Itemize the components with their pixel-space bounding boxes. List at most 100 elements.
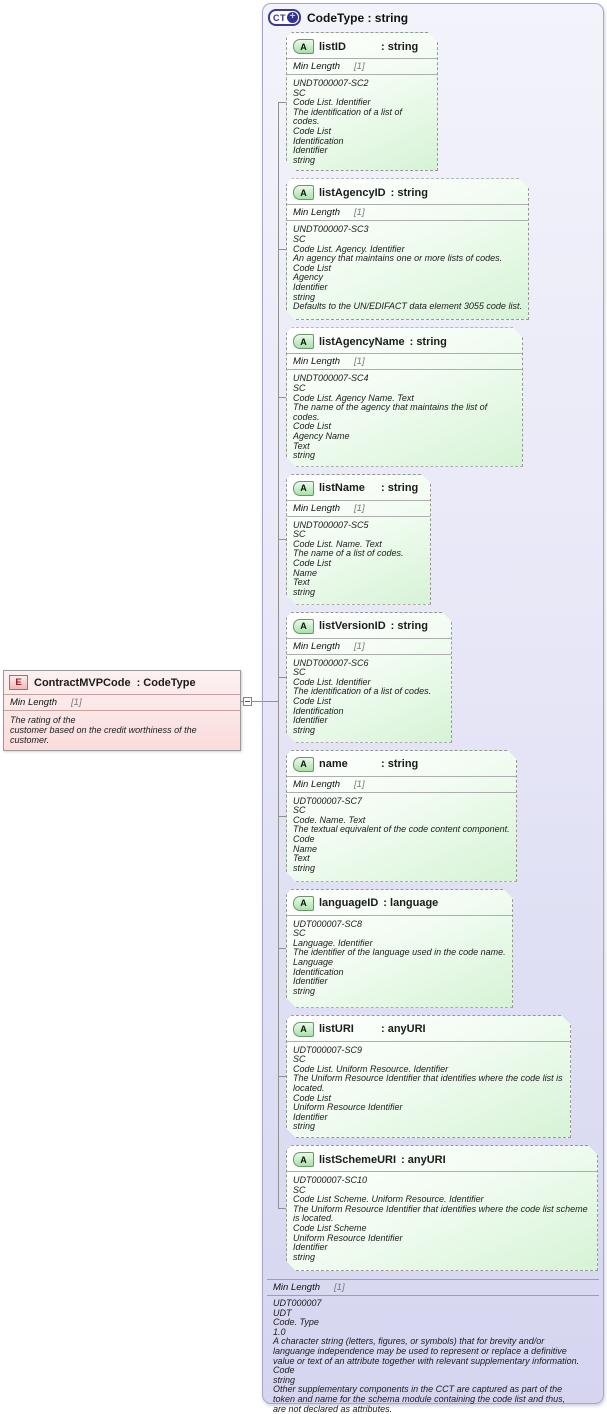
doc-line: SC bbox=[293, 1054, 306, 1065]
doc-line: The rating of the bbox=[10, 715, 76, 725]
doc-line: The textual equivalent of the code conte… bbox=[293, 824, 510, 835]
attribute-row: A listName : string Min Length [1] UNDT0… bbox=[278, 474, 603, 605]
doc-line: string bbox=[293, 1121, 316, 1132]
attribute-header[interactable]: A languageID : language bbox=[287, 890, 512, 915]
complextype-header[interactable]: CT + CodeType : string bbox=[263, 4, 603, 26]
facet-block: Min Length [1] bbox=[287, 639, 451, 655]
separator bbox=[287, 220, 528, 221]
doc-line: Identifier bbox=[293, 145, 328, 156]
facet-cardinality: [1] bbox=[71, 697, 82, 708]
doc-line: Name bbox=[293, 567, 318, 578]
doc-line: The Uniform Resource Identifier that ide… bbox=[293, 1203, 588, 1224]
complextype-icon: CT + bbox=[268, 9, 301, 26]
separator bbox=[287, 654, 451, 655]
attribute-type: : string bbox=[381, 40, 419, 53]
attribute-header[interactable]: A listAgencyName : string bbox=[287, 328, 522, 353]
separator bbox=[287, 500, 430, 501]
doc-line: A character string (letters, figures, or… bbox=[273, 1336, 545, 1347]
attribute-header[interactable]: A listAgencyID : string bbox=[287, 179, 528, 204]
facet-cardinality: [1] bbox=[354, 640, 365, 652]
attribute-box[interactable]: A listAgencyName : string Min Length [1]… bbox=[286, 327, 523, 466]
attribute-type: : string bbox=[409, 335, 447, 348]
attribute-box[interactable]: A name : string Min Length [1] UDT000007… bbox=[286, 750, 517, 882]
facet-row: Min Length [1] bbox=[287, 354, 522, 369]
attribute-row: A name : string Min Length [1] UDT000007… bbox=[278, 750, 603, 882]
attribute-header[interactable]: A listVersionID : string bbox=[287, 613, 451, 638]
attribute-name: listVersionID bbox=[319, 620, 386, 633]
complextype-panel-codetype[interactable]: CT + CodeType : string A listID : string… bbox=[262, 3, 604, 1413]
attribute-header[interactable]: A listURI : anyURI bbox=[287, 1016, 570, 1041]
element-node-contractmvpcode[interactable]: E ContractMVPCode : CodeType Min Length … bbox=[3, 670, 241, 751]
doc-line: Code List. Agency. Identifier bbox=[293, 243, 405, 254]
doc-line: UNDT000007-SC3 bbox=[293, 224, 369, 235]
doc-line: An agency that maintains one or more lis… bbox=[293, 253, 503, 264]
doc-line: SC bbox=[293, 805, 306, 816]
doc-line: SC bbox=[293, 667, 306, 678]
doc-line: UDT000007-SC8 bbox=[293, 918, 363, 929]
facet-row: Min Length [1] bbox=[287, 59, 437, 74]
separator bbox=[287, 1171, 597, 1172]
attribute-row: A listID : string Min Length [1] UNDT000… bbox=[278, 32, 603, 171]
doc-line: Code List. Identifier bbox=[293, 97, 371, 108]
doc-line: string bbox=[293, 862, 316, 873]
facet-name: Min Length bbox=[10, 697, 58, 708]
doc-line: Identifier bbox=[293, 1111, 328, 1122]
doc-line: Code List. Name. Text bbox=[293, 538, 382, 549]
doc-line: Uniform Resource Identifier bbox=[293, 1232, 403, 1243]
facet-row: Min Length [1] bbox=[287, 205, 528, 220]
doc-line: Name bbox=[293, 843, 318, 854]
attribute-type: : language bbox=[383, 897, 439, 910]
attribute-icon: A bbox=[293, 1152, 314, 1167]
doc-line: token and name for the schema module con… bbox=[273, 1393, 566, 1404]
attribute-header[interactable]: A name : string bbox=[287, 751, 516, 776]
complextype-title: CodeType : string bbox=[307, 10, 409, 25]
attribute-type: : string bbox=[390, 620, 428, 633]
doc-line: The name of the agency that maintains th… bbox=[293, 402, 488, 422]
element-type: : CodeType bbox=[136, 676, 196, 689]
doc-line: Other supplementary components in the CC… bbox=[273, 1384, 563, 1395]
facet-block: Min Length [1] bbox=[287, 354, 522, 370]
doc-line: Code List. Agency Name. Text bbox=[293, 392, 414, 403]
facet-cardinality: [1] bbox=[354, 61, 365, 72]
facet-name: Min Length bbox=[293, 778, 341, 790]
attribute-name: listName bbox=[319, 482, 365, 495]
attribute-name: listURI bbox=[319, 1023, 354, 1036]
separator bbox=[287, 58, 437, 59]
attribute-header[interactable]: A listID : string bbox=[287, 33, 437, 58]
facet-row: Min Length [1] bbox=[287, 639, 451, 654]
doc-line: SC bbox=[293, 87, 306, 98]
collapse-toggle-icon[interactable] bbox=[243, 697, 252, 706]
doc-line: string bbox=[293, 1251, 316, 1262]
doc-line: Code bbox=[273, 1365, 295, 1376]
doc-line: Code. Type bbox=[273, 1317, 319, 1328]
element-header[interactable]: E ContractMVPCode : CodeType bbox=[4, 671, 240, 694]
doc-line: string bbox=[293, 724, 316, 735]
doc-line: Defaults to the UN/EDIFACT data element … bbox=[293, 301, 522, 312]
attribute-box[interactable]: A listID : string Min Length [1] UNDT000… bbox=[286, 32, 438, 171]
attribute-box[interactable]: A listVersionID : string Min Length [1] … bbox=[286, 612, 452, 743]
attribute-header[interactable]: A listName : string bbox=[287, 475, 430, 500]
attribute-type: : anyURI bbox=[381, 1023, 426, 1036]
separator bbox=[287, 204, 528, 205]
attribute-box[interactable]: A listAgencyID : string Min Length [1] U… bbox=[286, 178, 529, 320]
doc-line: Identifier bbox=[293, 281, 328, 292]
separator bbox=[4, 694, 240, 695]
doc-line: UDT000007-SC9 bbox=[293, 1044, 363, 1055]
attribute-header[interactable]: A listSchemeURI : anyURI bbox=[287, 1146, 597, 1171]
doc-line: Uniform Resource Identifier bbox=[293, 1102, 403, 1113]
doc-line: Agency bbox=[293, 272, 324, 283]
attribute-box[interactable]: A listName : string Min Length [1] UNDT0… bbox=[286, 474, 431, 605]
attribute-icon: A bbox=[293, 757, 314, 772]
facet-cardinality: [1] bbox=[354, 356, 365, 368]
facet-row: Min Length [1] bbox=[287, 501, 430, 516]
doc-line: UNDT000007-SC2 bbox=[293, 78, 369, 88]
